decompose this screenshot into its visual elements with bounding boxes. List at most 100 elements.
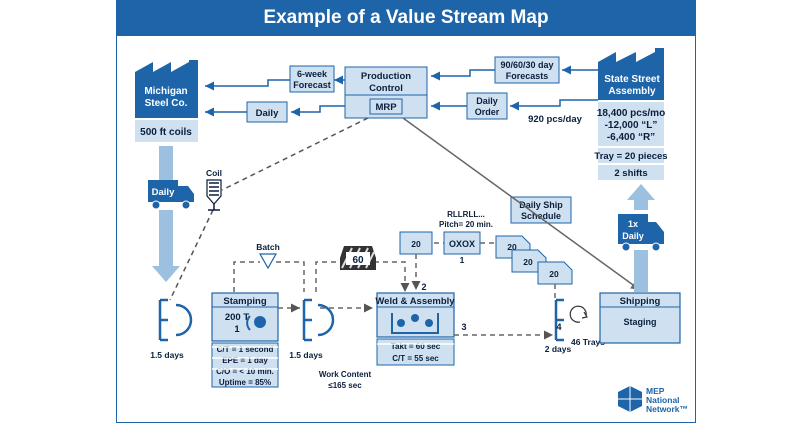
kanban-card-3-value: 20 bbox=[523, 257, 533, 267]
kanban-card-4-value: 20 bbox=[549, 269, 559, 279]
schedule-to-shipping-line bbox=[402, 117, 641, 291]
heijunka-one: 1 bbox=[460, 255, 465, 265]
step-three: 3 bbox=[461, 322, 466, 332]
supplier-truck-icon bbox=[148, 180, 194, 210]
stamping-name: Stamping bbox=[223, 296, 266, 307]
customer-demand-line3: -6,400 “R” bbox=[607, 132, 655, 143]
supplier-data: 500 ft coils bbox=[140, 127, 192, 138]
pcs-per-day: 920 pcs/day bbox=[528, 114, 583, 125]
customer-shifts-box bbox=[598, 165, 664, 180]
batch-triangle-icon bbox=[258, 253, 278, 270]
customer-demand-line2: -12,000 “L” bbox=[605, 120, 658, 131]
fifo-circle-icon bbox=[569, 305, 588, 323]
raw-inventory-days: 1.5 days bbox=[150, 350, 184, 360]
coil-label: Coil bbox=[206, 168, 222, 178]
data-row: C/T = 55 sec bbox=[392, 354, 439, 363]
production-control-box bbox=[344, 66, 428, 96]
mrp-to-coil-dashed bbox=[221, 117, 369, 191]
stamping-data-box bbox=[211, 342, 279, 388]
mrp-label: MRP bbox=[375, 102, 397, 113]
customer-shifts: 2 shifts bbox=[614, 168, 647, 179]
heijunka-oxox: OXOX bbox=[449, 239, 475, 249]
coil-to-raw-dashed bbox=[169, 209, 214, 301]
kanban-loop bbox=[411, 242, 556, 300]
customer-name-line1: State Street bbox=[604, 74, 660, 85]
coil-signal-kanban-icon bbox=[206, 179, 222, 211]
signal-kanban-value: 60 bbox=[352, 255, 364, 266]
shipping-area: Staging bbox=[624, 317, 657, 327]
kanban-card-1-value: 20 bbox=[411, 239, 421, 249]
shipping-name: Shipping bbox=[620, 296, 661, 307]
production-control-line1: Production bbox=[361, 71, 411, 82]
page-title: Example of a Value Stream Map bbox=[116, 0, 696, 36]
data-row: Uptime = 85% bbox=[219, 378, 271, 387]
customer-truck-icon bbox=[618, 214, 664, 252]
customer-truck-line2: Daily bbox=[622, 231, 644, 241]
heijunka-line1: RLLRLL... bbox=[447, 210, 485, 219]
logo-line2: National bbox=[646, 395, 680, 405]
customer-shipment-arrow bbox=[627, 184, 655, 292]
signal-kanban-icon bbox=[340, 246, 376, 270]
operator-icon bbox=[246, 315, 266, 331]
heijunka-line2: Pitch= 20 min. bbox=[439, 220, 493, 229]
supplier-truck-label: Daily bbox=[152, 187, 175, 198]
supplier-factory-icon bbox=[135, 60, 198, 118]
mep-logo-icon bbox=[618, 386, 642, 412]
logo-line1: MEP bbox=[646, 386, 665, 396]
fg-inventory-trays: 46 Trays bbox=[571, 337, 605, 347]
supplier-name-line2: Steel Co. bbox=[145, 98, 188, 109]
withdrawal-kanban-card-1 bbox=[399, 231, 433, 255]
customer-truck-line1: 1x bbox=[628, 219, 638, 229]
wip-inventory-icon bbox=[302, 298, 335, 342]
daily-ship-schedule-line2: Schedule bbox=[521, 211, 561, 221]
supplier-name-line1: Michigan bbox=[144, 86, 187, 97]
wip-inventory-days: 1.5 days bbox=[289, 350, 323, 360]
data-row: C/O = < 10 min. bbox=[216, 367, 274, 376]
forecast-6week-box bbox=[289, 65, 335, 93]
shipping-process-box bbox=[599, 292, 681, 344]
forecast-90-line1: 90/60/30 day bbox=[500, 60, 553, 70]
daily-box-label: Daily bbox=[256, 108, 279, 119]
forecast-90-line2: Forecasts bbox=[506, 71, 549, 81]
weld-name: Weld & Assembly bbox=[375, 296, 455, 307]
forecast-6week-line1: 6-week bbox=[297, 69, 328, 79]
stamping-machine-line1: 200 T bbox=[225, 312, 249, 323]
daily-order-line1: Daily bbox=[476, 96, 498, 106]
step-four: 4 bbox=[556, 322, 561, 332]
daily-order-line2: Order bbox=[475, 107, 500, 117]
work-content-line2: ≤165 sec bbox=[328, 381, 362, 390]
daily-ship-schedule-line1: Daily Ship bbox=[519, 200, 563, 210]
cell-icon bbox=[391, 313, 439, 334]
logo-line3: Network™ bbox=[646, 404, 688, 414]
customer-factory-icon bbox=[598, 48, 664, 100]
stamping-process-box bbox=[211, 292, 279, 342]
customer-name-line2: Assembly bbox=[608, 86, 656, 97]
data-row: EPE = 1 day bbox=[222, 356, 268, 365]
push-arrows bbox=[278, 303, 553, 340]
batch-loop bbox=[233, 261, 410, 292]
forecast-6week-line2: Forecast bbox=[293, 80, 331, 90]
customer-demand-box bbox=[598, 102, 664, 146]
work-content-line1: Work Content bbox=[319, 370, 372, 379]
step-two: 2 bbox=[421, 282, 426, 292]
withdrawal-kanban-card-4 bbox=[537, 261, 573, 285]
supplier-data-box bbox=[135, 120, 198, 142]
customer-tray: Tray = 20 pieces bbox=[594, 151, 667, 162]
data-row: Takt = 60 sec bbox=[391, 342, 441, 351]
info-flow-arrows bbox=[205, 65, 598, 117]
data-row: C/T = 1 second bbox=[217, 345, 274, 354]
diagram-frame bbox=[116, 36, 696, 423]
fg-inventory-icon bbox=[554, 298, 564, 342]
stamping-machine-line2: 1 bbox=[234, 324, 240, 335]
customer-tray-box bbox=[598, 148, 664, 163]
customer-demand-line1: 18,400 pcs/mo bbox=[597, 108, 665, 119]
production-control-line2: Control bbox=[369, 83, 403, 94]
raw-inventory-icon bbox=[158, 298, 193, 342]
supplier-shipment-arrow bbox=[152, 146, 180, 282]
fg-inventory-days: 2 days bbox=[545, 344, 572, 354]
mrp-inner bbox=[369, 98, 403, 115]
